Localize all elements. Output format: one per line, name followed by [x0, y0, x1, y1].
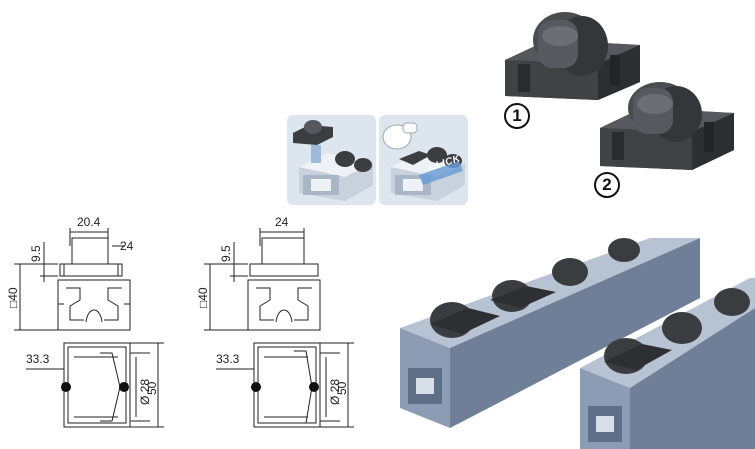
roller-track-photo: [400, 238, 755, 449]
callout-2-badge: 2: [594, 172, 620, 198]
drawing-left-front-view: 20.4 24 9.5 □40: [6, 215, 134, 331]
dim-left-offset: 33.3: [26, 352, 50, 366]
dim-left-gap: 9.5: [29, 245, 43, 262]
dim-right-width-top: 24: [275, 215, 289, 229]
dim-right-gap: 9.5: [219, 245, 233, 262]
roller-unit-photos: [505, 12, 734, 170]
dim-left-diameter: Ø 28: [138, 379, 152, 405]
callout-1-label: 1: [512, 106, 522, 125]
roller-unit-1: [505, 12, 640, 100]
callout-2-label: 2: [602, 175, 612, 194]
roller-track-front: [580, 278, 755, 449]
drawing-right-front-view: 24 9.5 □40: [196, 215, 321, 331]
dim-left-width-top: 20.4: [77, 215, 101, 229]
dim-right-diameter: Ø 28: [328, 379, 342, 405]
installation-step-2: [379, 115, 468, 205]
roller-unit-2: [600, 82, 734, 170]
drawing-left-top-view: 33.3 Ø 28 50: [26, 342, 164, 428]
installation-step-1: [287, 115, 376, 205]
dim-left-depth: 50: [145, 381, 159, 395]
callout-1-badge: 1: [504, 103, 530, 129]
dim-right-height: □40: [196, 287, 210, 308]
drawing-right-top-view: 33.3 Ø 28 50: [216, 342, 354, 428]
dim-left-width-side: 24: [120, 239, 134, 253]
dim-right-offset: 33.3: [216, 352, 240, 366]
dim-left-height: □40: [6, 287, 20, 308]
dim-right-depth: 50: [335, 381, 349, 395]
roller-track-back: [400, 238, 700, 428]
